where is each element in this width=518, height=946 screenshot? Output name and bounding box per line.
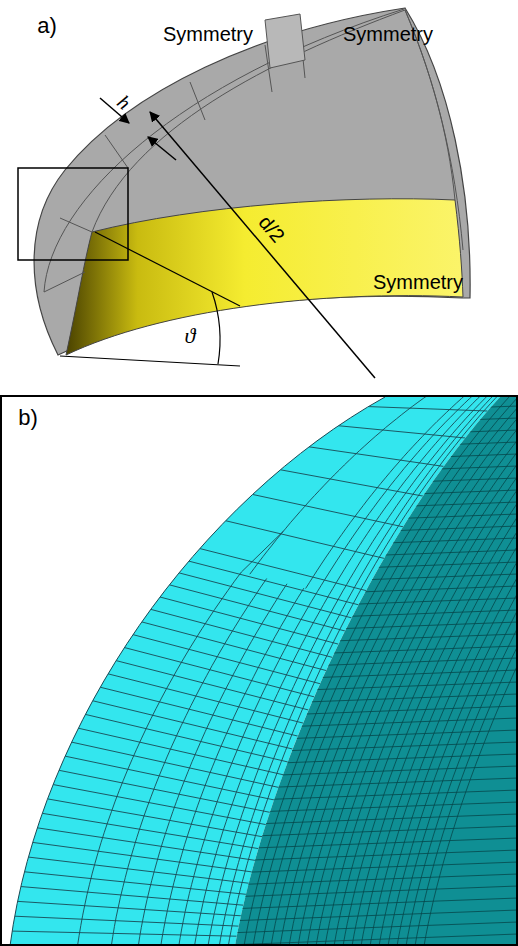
shell-figure (18, 8, 470, 378)
mesh-line (200, 538, 518, 550)
mesh-line (329, 376, 502, 594)
mesh-line (65, 756, 274, 800)
mesh-line (388, 397, 518, 946)
mesh-line (200, 718, 518, 730)
mesh-line (253, 494, 403, 526)
mesh-line (200, 730, 518, 742)
mesh-line (133, 635, 320, 684)
mesh-line (338, 426, 465, 438)
mesh-line (200, 898, 518, 910)
mesh-line (200, 562, 518, 574)
mesh-line (200, 658, 518, 670)
mesh-line (200, 754, 518, 766)
mesh-line (397, 397, 518, 946)
mesh-line (200, 778, 518, 790)
mesh-line (12, 931, 237, 936)
mesh-line (160, 597, 338, 644)
mesh-line (200, 550, 518, 562)
mesh-line (74, 572, 241, 946)
mesh-line (21, 887, 243, 906)
mesh-line (200, 598, 518, 610)
mesh-line (200, 694, 518, 706)
mesh-line (18, 901, 241, 915)
mesh-line (100, 687, 298, 736)
mesh-line (406, 397, 518, 946)
mesh-line (200, 549, 366, 591)
mesh-line (42, 813, 258, 848)
mesh-line (15, 916, 239, 926)
mesh-line (116, 661, 308, 710)
mesh-line (200, 586, 518, 598)
mesh-line (200, 886, 518, 898)
mesh-line (200, 646, 518, 658)
mesh-line (28, 857, 248, 883)
mesh-line (200, 922, 518, 934)
panel-label: b) (18, 407, 38, 429)
mesh-line (72, 742, 279, 787)
mesh-line (200, 490, 518, 502)
mesh-figure (1, 375, 518, 946)
mesh-line (200, 466, 518, 478)
mesh-line (361, 397, 518, 946)
mesh-line (352, 397, 518, 946)
mesh-line (179, 573, 352, 618)
mesh-line (169, 585, 345, 631)
mesh-line (78, 728, 283, 774)
mesh-line (24, 872, 245, 895)
mesh-line (191, 595, 329, 946)
mesh-line (200, 610, 518, 622)
angle-label: ϑ (185, 325, 196, 347)
mesh-line (370, 397, 518, 946)
mesh-line (200, 622, 518, 634)
mesh-line (399, 386, 511, 390)
mesh-line (200, 766, 518, 778)
mesh-line (226, 521, 384, 559)
mesh-line (309, 447, 444, 467)
mesh-line (200, 802, 518, 814)
mesh-line (200, 874, 518, 886)
mesh-line (37, 828, 255, 861)
mesh-line (200, 814, 518, 826)
mesh-line (200, 514, 518, 526)
mesh-line (368, 407, 487, 411)
boundary-label: Symmetry (343, 24, 433, 44)
mesh-line (176, 592, 318, 946)
mesh-line (241, 531, 283, 572)
mesh-line (280, 470, 423, 496)
mesh-line (200, 742, 518, 754)
mesh-line (200, 682, 518, 694)
mesh-line (348, 375, 514, 599)
mesh-line (200, 418, 518, 430)
mesh-line (200, 838, 518, 850)
mesh-line (200, 862, 518, 874)
mesh-line (200, 910, 518, 922)
mesh-line (200, 442, 518, 454)
mesh-line (200, 670, 518, 682)
mesh-line (93, 701, 293, 749)
mesh-line (200, 850, 518, 862)
boundary-label: Symmetry (373, 272, 463, 292)
mesh-line (151, 609, 332, 657)
mesh-line (200, 454, 518, 466)
mesh-line (200, 790, 518, 802)
mesh-line (200, 634, 518, 646)
mesh-line (108, 674, 303, 723)
mesh-line (142, 622, 326, 671)
mesh-line (33, 842, 252, 871)
mesh-line (200, 706, 518, 718)
mesh-line (200, 574, 518, 586)
mesh-line (200, 826, 518, 838)
boundary-label: Symmetry (163, 24, 253, 44)
mesh-line (379, 397, 518, 946)
mesh-line (200, 502, 518, 514)
panel-label: a) (37, 15, 57, 37)
mesh-line (124, 648, 314, 697)
mesh-line (200, 430, 518, 442)
mesh-line (85, 714, 287, 762)
mesh-line (200, 478, 518, 490)
mesh-line (200, 526, 518, 538)
